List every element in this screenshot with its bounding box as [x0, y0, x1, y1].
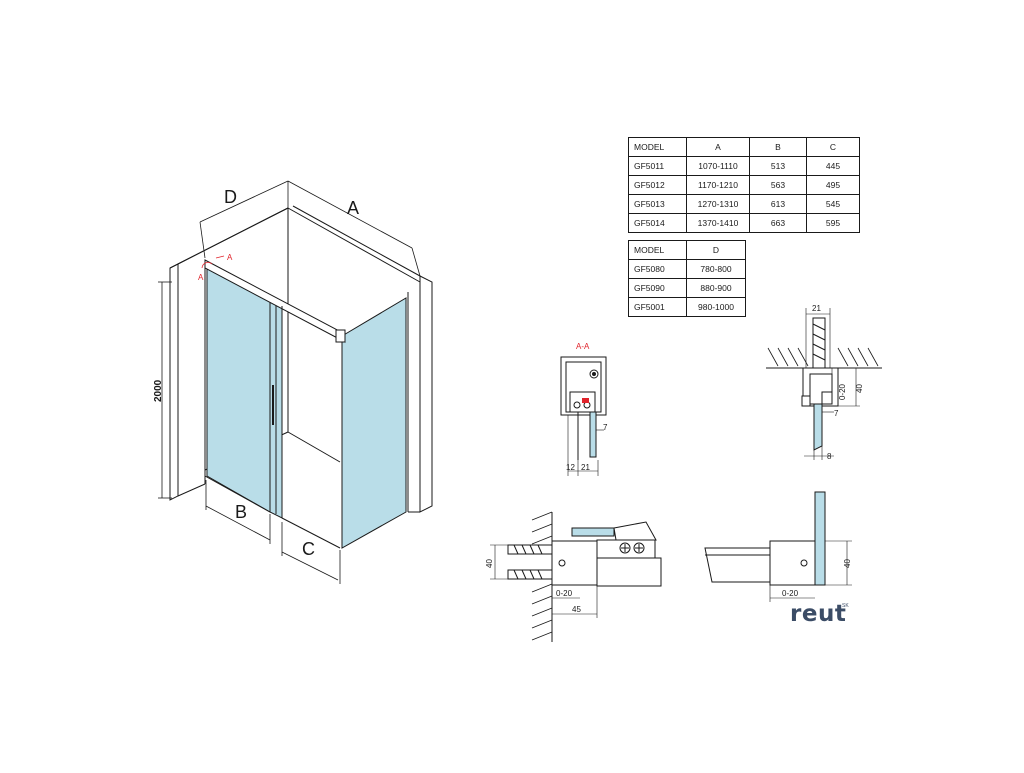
table-cell: 1070-1110 [686, 156, 750, 176]
label-c: C [302, 539, 315, 559]
table-cell: 613 [749, 194, 807, 214]
table-header-cell: B [749, 137, 807, 157]
left-wall [169, 263, 179, 501]
main-dimensions [158, 180, 421, 584]
label-height: 2000 [153, 379, 164, 402]
dim-7-top: 7 [834, 409, 839, 418]
table-row: GF5001 980-1000 [628, 297, 746, 317]
table-cell: 495 [806, 175, 860, 195]
table-cell: GF5090 [628, 278, 687, 298]
table-cell: 563 [749, 175, 807, 195]
dim-0-20-side: 0-20 [782, 589, 799, 598]
glass-side-panel [341, 297, 407, 549]
table-header-cell: MODEL [628, 137, 687, 157]
shower-enclosure-view [169, 205, 433, 549]
dim-21-top: 21 [812, 304, 821, 313]
table-cell: GF5011 [628, 156, 687, 176]
table-header-row: MODEL A B C [628, 137, 860, 157]
brand-logo-suffix: SK [842, 603, 849, 609]
table-cell: 1170-1210 [686, 175, 750, 195]
dim-0-20-wall: 0-20 [556, 589, 573, 598]
table-row: GF5014 1370-1410 663 595 [628, 213, 860, 233]
label-d: D [224, 187, 237, 207]
label-a: A [347, 198, 359, 218]
table-header-cell: A [686, 137, 750, 157]
table-cell: 513 [749, 156, 807, 176]
section-marker-top: A [227, 253, 233, 262]
table-header-cell: D [686, 240, 746, 260]
table-row: GF5012 1170-1210 563 495 [628, 175, 860, 195]
section-aa-detail [560, 356, 607, 476]
model-d-table: MODEL D GF5080 780-800 GF5090 880-900 GF… [628, 240, 746, 317]
table-header-row: MODEL D [628, 240, 746, 260]
table-cell: 1270-1310 [686, 194, 750, 214]
wall-anchor [812, 317, 826, 369]
wall-detail-glass [571, 527, 615, 537]
table-cell: 880-900 [686, 278, 746, 298]
dim-40-wall: 40 [485, 559, 494, 568]
label-b: B [235, 502, 247, 522]
model-abc-table: MODEL A B C GF5011 1070-1110 513 445 GF5… [628, 137, 860, 233]
section-glass [589, 411, 597, 458]
section-marker-arc [201, 262, 213, 269]
table-cell: 445 [806, 156, 860, 176]
dim-8-top: 8 [827, 452, 832, 461]
brand-logo: reut [790, 601, 847, 627]
table-cell: 780-800 [686, 259, 746, 279]
table-cell: 545 [806, 194, 860, 214]
dim-45-wall: 45 [572, 605, 581, 614]
table-cell: GF5001 [628, 297, 687, 317]
table-cell: GF5012 [628, 175, 687, 195]
dim-21: 21 [581, 463, 590, 472]
table-cell: 1370-1410 [686, 213, 750, 233]
wall-fixing-detail [490, 511, 662, 642]
table-row: GF5090 880-900 [628, 278, 746, 298]
dim-7: 7 [603, 423, 608, 432]
top-profile-glass [813, 403, 823, 451]
side-detail-glass [814, 491, 826, 586]
section-aa-title: A-A [576, 342, 590, 351]
table-cell: GF5013 [628, 194, 687, 214]
table-cell: 595 [806, 213, 860, 233]
table-cell: GF5080 [628, 259, 687, 279]
table-cell: GF5014 [628, 213, 687, 233]
glass-door-panel [206, 265, 271, 513]
dim-0-20-top: 0-20 [838, 383, 847, 400]
dim-40-top: 40 [855, 384, 864, 393]
table-cell: 663 [749, 213, 807, 233]
table-cell: 980-1000 [686, 297, 746, 317]
table-row: GF5013 1270-1310 613 545 [628, 194, 860, 214]
table-header-cell: C [806, 137, 860, 157]
dim-40-side: 40 [843, 559, 852, 568]
right-wall [419, 275, 433, 513]
dim-12: 12 [566, 463, 575, 472]
top-profile-detail [766, 308, 882, 460]
section-marker-side: A [198, 273, 204, 282]
side-fixing-detail [704, 491, 852, 602]
table-header-cell: MODEL [628, 240, 687, 260]
table-row: GF5080 780-800 [628, 259, 746, 279]
table-row: GF5011 1070-1110 513 445 [628, 156, 860, 176]
